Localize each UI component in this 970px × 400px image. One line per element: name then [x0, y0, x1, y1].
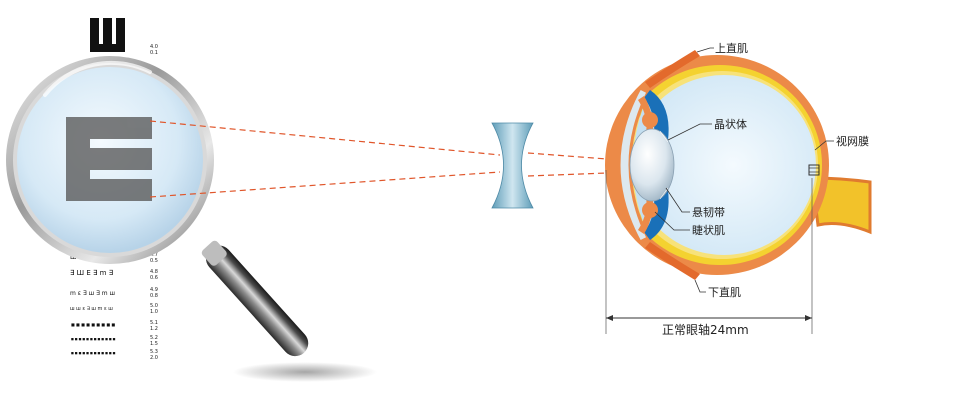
- leader-ciliary-muscle: [654, 211, 690, 231]
- acuity-decimal: 0.1: [150, 50, 158, 56]
- chart-row-4-9: m ε ∃ ш ∃ m ш: [70, 290, 115, 297]
- chart-symbols: ■ ■ ■ ■ ■ ■ ■ ■ ■ ■ ■ ■: [71, 337, 116, 341]
- eye-chart: ш Ш Ш Ш ш ∃ Ш E ∃ m ∃ m ε ∃ ш ∃ m ш ш ш …: [70, 18, 158, 361]
- label-ciliary-muscle: 睫状肌: [692, 223, 725, 237]
- focus-point-marker: [808, 164, 820, 176]
- leader-lens: [667, 123, 712, 141]
- leader-inferior-rectus: [694, 279, 706, 293]
- chart-symbols: m ε ∃ ш ∃ m ш: [70, 290, 115, 297]
- chart-symbols: ∃ Ш E ∃ m ∃: [70, 269, 113, 277]
- ciliary-body-top: [644, 90, 669, 140]
- leader-superior-rectus: [696, 47, 714, 53]
- concave-lens-icon: [491, 122, 534, 209]
- crystalline-lens: [629, 128, 675, 202]
- acuity-decimal: 1.0: [150, 309, 158, 315]
- chart-row-5-0: ш ш ε ∃ ш m ε ш: [70, 306, 113, 312]
- leader-zonule: [665, 187, 690, 213]
- optic-nerve: [810, 176, 872, 235]
- acuity-value: 4.9: [150, 287, 158, 293]
- eye-labels: 上直肌 晶状体 视网膜 悬韧带 睫状肌 下直肌: [692, 41, 869, 299]
- ciliary-body-bottom: [644, 190, 669, 240]
- vitreous-body: [632, 75, 816, 255]
- label-inferior-rectus: 下直肌: [708, 285, 741, 299]
- axial-length-dimension: 正常眼轴24mm: [605, 170, 813, 337]
- chart-symbols: ■ ■ ■ ■ ■ ■ ■ ■ ■: [71, 322, 115, 327]
- chart-symbols: ■ ■ ■ ■ ■ ■ ■ ■ ■ ■ ■ ■: [71, 351, 116, 355]
- label-retina: 视网膜: [836, 134, 869, 148]
- label-lens: 晶状体: [714, 117, 747, 131]
- zonule-fibers: [659, 130, 669, 200]
- chart-row-5-3: ■ ■ ■ ■ ■ ■ ■ ■ ■ ■ ■ ■: [71, 351, 116, 355]
- acuity-value: 5.1: [150, 320, 158, 326]
- acuity-decimal: 1.2: [150, 326, 158, 332]
- acuity-value: 5.3: [150, 349, 158, 355]
- magnifier-shadow: [233, 362, 377, 382]
- label-superior-rectus: 上直肌: [715, 41, 748, 55]
- superior-rectus-muscle: [645, 50, 700, 88]
- ciliary-muscle: [642, 202, 658, 218]
- eye-cross-section: [605, 50, 872, 280]
- magnifier-handle: [201, 240, 309, 357]
- acuity-value: 5.0: [150, 303, 158, 309]
- acuity-decimal: 1.5: [150, 341, 158, 347]
- axial-length-label: 正常眼轴24mm: [662, 322, 749, 337]
- acuity-decimal: 2.0: [150, 355, 158, 361]
- cornea: [617, 86, 651, 244]
- acuity-value: 4.0: [150, 44, 158, 50]
- leader-retina: [814, 140, 834, 151]
- chart-top-e-symbol: [90, 18, 125, 52]
- inferior-rectus-muscle: [645, 242, 700, 280]
- acuity-value: 4.8: [150, 269, 158, 275]
- acuity-value: 4.7: [150, 252, 158, 258]
- chart-symbols: ш ш ε ∃ ш m ε ш: [70, 306, 113, 312]
- acuity-value: 5.2: [150, 335, 158, 341]
- leader-lines: [654, 47, 834, 293]
- chart-row-5-2: ■ ■ ■ ■ ■ ■ ■ ■ ■ ■ ■ ■: [71, 337, 116, 341]
- ray-top-incoming: [149, 120, 501, 156]
- magnifying-glass-icon: [6, 56, 377, 382]
- acuity-decimal: 0.8: [150, 293, 158, 299]
- acuity-labels: 4.0 0.1 4.7 0.5 4.8 0.6 4.9 0.8 5.0 1.0 …: [150, 44, 158, 361]
- ray-bottom-incoming: [149, 171, 501, 198]
- label-zonule: 悬韧带: [692, 206, 725, 219]
- chart-row-4-8: ∃ Ш E ∃ m ∃: [70, 269, 113, 277]
- acuity-decimal: 0.6: [150, 275, 158, 281]
- acuity-decimal: 0.5: [150, 258, 158, 264]
- chart-row-5-1: ■ ■ ■ ■ ■ ■ ■ ■ ■: [71, 322, 115, 327]
- magnified-e-symbol: [66, 117, 152, 201]
